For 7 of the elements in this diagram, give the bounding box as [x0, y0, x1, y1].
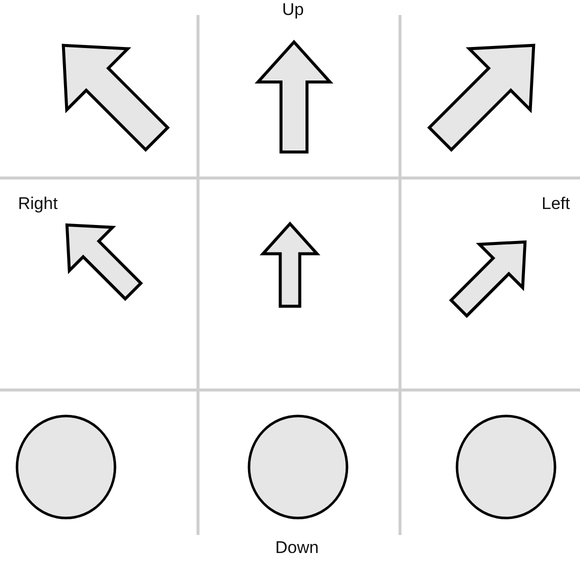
direction-label: Right: [18, 194, 58, 214]
circle: [456, 414, 556, 520]
circle: [248, 414, 348, 520]
direction-label: Down: [275, 538, 319, 558]
circle: [16, 414, 116, 520]
direction-label: Left: [542, 194, 570, 214]
direction-label: Up: [282, 0, 304, 20]
